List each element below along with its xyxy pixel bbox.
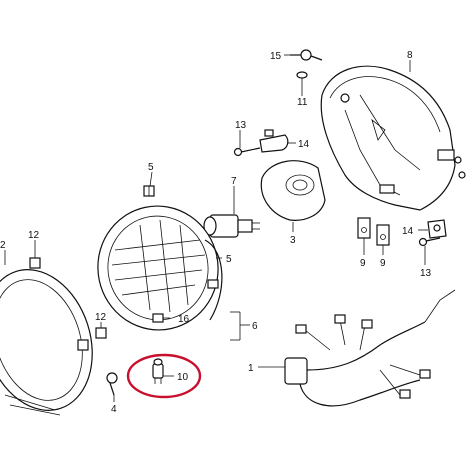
callout-12-upper: 12 bbox=[28, 230, 40, 241]
bolt-13-lower bbox=[418, 237, 441, 247]
callout-5-lower: 5 bbox=[226, 254, 232, 265]
position-bulb-10 bbox=[152, 358, 164, 384]
clip-16 bbox=[152, 313, 164, 323]
callout-13-lower: 13 bbox=[420, 268, 432, 279]
callout-8: 8 bbox=[407, 50, 413, 61]
bolt-15-assembly bbox=[290, 49, 323, 90]
callout-15: 15 bbox=[270, 51, 282, 62]
callout-labels: 15 11 8 13 14 5 7 3 5 6 16 9 9 14 13 12 … bbox=[0, 50, 432, 415]
callout-4: 4 bbox=[111, 404, 117, 415]
dust-cover-3 bbox=[260, 160, 326, 221]
nut-5-upper bbox=[143, 185, 155, 197]
headlight-case bbox=[320, 65, 466, 211]
nut-12-upper bbox=[29, 257, 41, 269]
bulb-7 bbox=[203, 214, 260, 238]
headlight-unit-6 bbox=[97, 205, 223, 331]
callout-5-upper: 5 bbox=[148, 162, 154, 173]
highlight-circle-part-10 bbox=[126, 353, 202, 399]
callout-14-lower: 14 bbox=[402, 226, 414, 237]
screw-4 bbox=[106, 372, 118, 396]
wire-harness-1 bbox=[284, 289, 456, 407]
callout-11: 11 bbox=[297, 97, 308, 108]
callout-13-upper: 13 bbox=[235, 120, 247, 131]
callout-6: 6 bbox=[252, 321, 258, 332]
rim-2 bbox=[0, 269, 93, 416]
callout-14-upper: 14 bbox=[298, 139, 310, 150]
leader-lines bbox=[4, 54, 428, 402]
bracket-14-lower bbox=[427, 219, 447, 239]
bracket-14-upper bbox=[259, 129, 292, 153]
callout-3: 3 bbox=[290, 235, 296, 246]
bolt-13-upper bbox=[233, 147, 261, 157]
callout-9-right: 9 bbox=[380, 258, 386, 269]
clip-9-right bbox=[376, 224, 390, 246]
callout-16: 16 bbox=[178, 314, 190, 325]
clip-9-left bbox=[357, 217, 371, 239]
callout-2: 2 bbox=[0, 240, 6, 251]
callout-9-left: 9 bbox=[360, 258, 366, 269]
callout-12-lower: 12 bbox=[95, 312, 107, 323]
callout-10: 10 bbox=[177, 372, 189, 383]
callout-7: 7 bbox=[231, 176, 237, 187]
nut-12-lower bbox=[95, 327, 107, 339]
callout-1: 1 bbox=[248, 363, 254, 374]
